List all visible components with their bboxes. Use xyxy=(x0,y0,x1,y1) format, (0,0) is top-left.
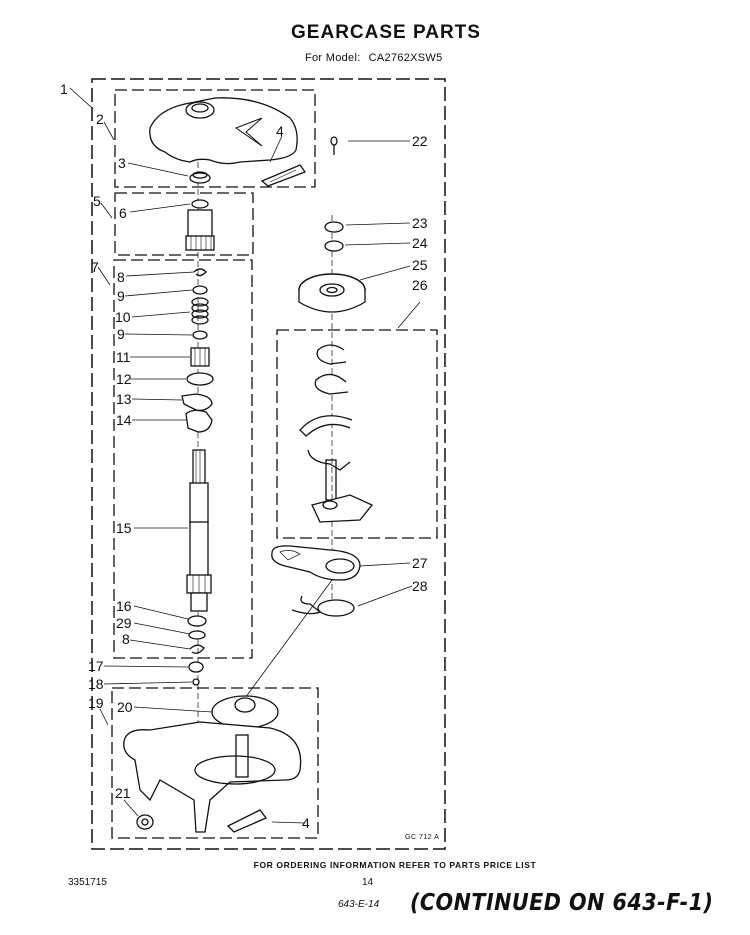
page-number: 14 xyxy=(362,877,374,888)
callout-17: 17 xyxy=(88,658,104,674)
callout-8-bottom: 8 xyxy=(122,631,130,647)
shift-lever-icon xyxy=(271,545,361,581)
box-26 xyxy=(276,329,438,539)
cover-box-2 xyxy=(114,89,316,188)
callout-22: 22 xyxy=(412,133,428,149)
callout-23: 23 xyxy=(412,215,428,231)
callout-4-top: 4 xyxy=(276,123,284,139)
callout-10: 10 xyxy=(115,309,131,325)
callout-9-top: 9 xyxy=(117,288,125,304)
callout-3: 3 xyxy=(118,155,126,171)
grease-tube-icon xyxy=(260,164,307,187)
callout-14: 14 xyxy=(116,412,132,428)
gearcase-cover-icon xyxy=(149,97,298,165)
shift-assembly-icon xyxy=(299,344,374,523)
callout-19: 19 xyxy=(88,695,104,711)
pinion-gear-icon xyxy=(185,199,215,251)
seal-icon xyxy=(189,171,211,184)
callout-20: 20 xyxy=(117,699,133,715)
callout-24: 24 xyxy=(412,235,428,251)
callout-6: 6 xyxy=(119,205,127,221)
gearcase-base-icon xyxy=(123,695,302,833)
callout-9-bottom: 9 xyxy=(117,326,125,342)
callout-2: 2 xyxy=(96,111,104,127)
page-title: GEARCASE PARTS xyxy=(0,22,750,44)
ordering-note: FOR ORDERING INFORMATION REFER TO PARTS … xyxy=(253,860,537,870)
box-7 xyxy=(113,259,253,659)
agitator-shaft-icon xyxy=(186,449,212,612)
leader-lines xyxy=(69,87,421,824)
diagram-reference-code: GC 712 A xyxy=(405,834,440,841)
drive-gear-icon xyxy=(298,221,366,313)
screw-icon xyxy=(330,136,338,155)
callout-labels: 1 2 3 4 5 6 7 8 9 10 9 11 12 13 14 15 16… xyxy=(60,81,428,831)
spring-clip-icon xyxy=(291,595,355,617)
callout-29: 29 xyxy=(116,615,132,631)
callout-7: 7 xyxy=(91,259,99,275)
callout-13: 13 xyxy=(116,391,132,407)
callout-15: 15 xyxy=(116,520,132,536)
callout-25: 25 xyxy=(412,257,428,273)
callout-1: 1 xyxy=(60,81,68,97)
model-line: For Model: CA2762XSW5 xyxy=(305,52,443,64)
bearing-icon xyxy=(136,814,154,830)
washers-icon xyxy=(187,615,207,686)
callout-18: 18 xyxy=(88,676,104,692)
model-number: CA2762XSW5 xyxy=(368,52,443,64)
continued-note: (CONTINUED ON 643-F-1) xyxy=(410,890,714,916)
box-5 xyxy=(114,192,254,256)
callout-27: 27 xyxy=(412,555,428,571)
callout-16: 16 xyxy=(116,598,132,614)
handwritten-reference: 643-E-14 xyxy=(338,899,380,910)
model-label: For Model: xyxy=(305,52,361,64)
callout-12: 12 xyxy=(116,371,132,387)
callout-28: 28 xyxy=(412,578,428,594)
axis-connector xyxy=(244,579,333,699)
callout-26: 26 xyxy=(412,277,428,293)
callout-5: 5 xyxy=(93,193,101,209)
document-number: 3351715 xyxy=(68,877,107,888)
callout-4-bottom: 4 xyxy=(302,815,310,831)
grease-tube-lower-icon xyxy=(226,809,268,833)
callout-21: 21 xyxy=(115,785,131,801)
callout-8-top: 8 xyxy=(117,269,125,285)
shaft-stack-icon xyxy=(181,268,214,433)
assembly-box-1 xyxy=(91,78,446,850)
box-19 xyxy=(111,687,319,839)
callout-11: 11 xyxy=(116,349,131,365)
title-text: GEARCASE PARTS xyxy=(291,22,481,43)
